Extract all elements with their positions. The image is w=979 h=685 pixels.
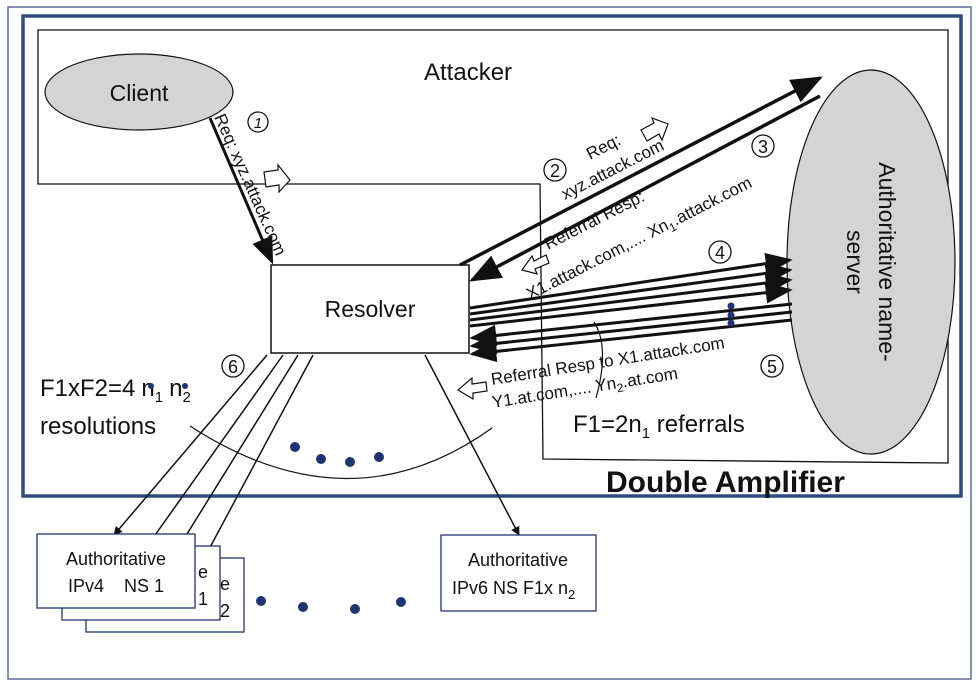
ipv4-ns-box (36, 533, 196, 609)
resolutions-label: resolutions (40, 413, 156, 440)
step-3-circle (751, 134, 775, 158)
ipv4-ns-line-2: IPv4 NS 1 (68, 576, 164, 596)
ns-box-back-1-text-a: e (198, 562, 208, 582)
ns-box-back-2-text-a: e (220, 574, 230, 594)
authoritative-name-server-label-2: server (842, 230, 868, 294)
more-ns-dots (256, 596, 406, 614)
direction-hint-arrow-2 (640, 116, 669, 142)
direction-hint-arrow-3 (521, 254, 550, 275)
arrow-resolver-to-auth-request (459, 76, 823, 267)
authoritative-name-server-label-1: Authoritative name- (874, 162, 900, 361)
more-resolutions-dots (290, 442, 384, 467)
resolver-node (270, 264, 470, 354)
client-label: Client (110, 80, 169, 106)
ipv4-ns-line-1: Authoritative (66, 549, 166, 569)
attacker-label: Attacker (424, 59, 512, 86)
step-4-circle (708, 240, 732, 264)
step-3-number: 3 (758, 137, 768, 157)
fan-line-1 (147, 354, 284, 546)
ns-box-back-1-text-b: 1 (198, 589, 208, 609)
parallel-referrals-to-resolver (469, 302, 793, 363)
step-5-circle (760, 354, 784, 378)
fan-line-2 (173, 354, 299, 556)
attacker-region-outline (37, 29, 949, 464)
diagram-title: Double Amplifier (606, 466, 845, 499)
formula-dots (148, 383, 188, 389)
authoritative-name-server-node (786, 69, 956, 455)
step-2-circle (543, 158, 567, 182)
direction-hint-arrow-1 (263, 163, 291, 194)
ns-box-back-2-text-b: 2 (220, 601, 230, 621)
ipv6-ns-line-1: Authoritative (468, 550, 568, 570)
f1-referrals-formula: F1=2n1 referrals (573, 411, 745, 442)
step-5-number: 5 (767, 357, 777, 377)
ipv6-ns-line-2: IPv6 NS F1x n2 (452, 578, 575, 602)
parallel-requests-to-auth (469, 252, 793, 328)
fan-line-3 (199, 354, 314, 567)
step-6-circle (221, 354, 245, 378)
client-node (44, 53, 234, 131)
double-amplifier-frame (21, 14, 963, 498)
direction-hint-arrow-4 (456, 376, 488, 401)
arrow-resolver-to-ipv4-ns (113, 354, 268, 536)
step-1-number: 1 (254, 115, 262, 132)
ipv6-ns-box (440, 534, 597, 612)
fan-out-arc (189, 425, 493, 480)
page-frame (7, 6, 972, 680)
more-referrals-dots (727, 302, 735, 327)
arrow-client-to-resolver (208, 117, 274, 265)
arrow-auth-to-resolver-referral (469, 94, 821, 282)
step-6-number: 6 (228, 357, 238, 377)
arrow-resolver-to-ipv6-ns (424, 354, 520, 536)
step-1-circle (247, 111, 269, 133)
resolver-label: Resolver (325, 296, 416, 322)
step-2-number: 2 (550, 161, 560, 181)
referral-brace (593, 321, 604, 399)
step-4-number: 4 (715, 243, 725, 263)
